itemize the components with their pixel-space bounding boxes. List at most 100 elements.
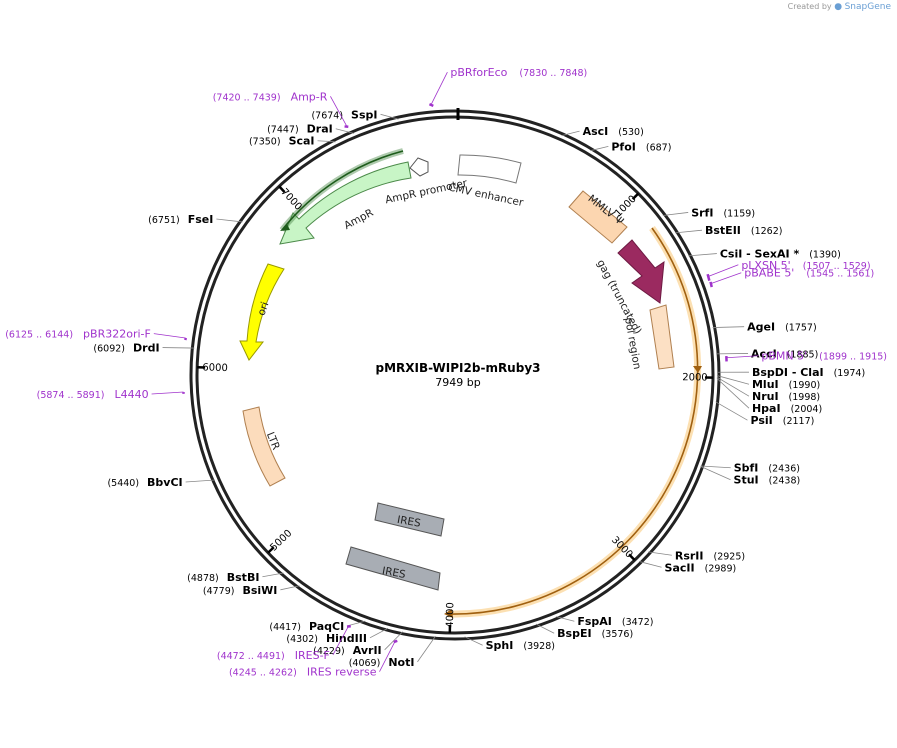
- primer-plxsn-5[interactable]: pLXSN 5'(1507 .. 1529): [741, 259, 870, 272]
- primer-ires-f[interactable]: IRES-F(4472 .. 4491): [217, 649, 330, 662]
- primer-name: IRES reverse: [307, 666, 377, 679]
- site-position: (3928): [523, 641, 555, 652]
- site-pfoi[interactable]: PfoI(687): [611, 140, 671, 153]
- site-rsrii[interactable]: RsrII(2925): [675, 549, 745, 562]
- site-leader-line: [688, 253, 717, 257]
- site-leader-line: [561, 130, 580, 137]
- site-name: DraI: [307, 123, 333, 136]
- primer-mark: [184, 337, 188, 341]
- restriction-sites: AscI(530) PfoI(687) SrfI(1159) BstEII(1262)…: [93, 108, 865, 669]
- site-bstbi[interactable]: BstBI(4878): [187, 571, 259, 584]
- site-position: (3472): [622, 617, 654, 628]
- site-fsei[interactable]: FseI(6751): [148, 213, 213, 226]
- site-bsiwi[interactable]: BsiWI(4779): [203, 584, 278, 597]
- primer-leader-line: [710, 272, 742, 284]
- orf-large-arrowhead-mid: [693, 366, 702, 373]
- primer-ires-reverse[interactable]: IRES reverse (4245 .. 4262): [229, 666, 377, 679]
- site-csii-sexai[interactable]: CsiI - SexAI *(1390): [720, 248, 841, 261]
- feature-pol-region[interactable]: [649, 304, 675, 370]
- site-position: (2438): [769, 476, 801, 487]
- site-srfi[interactable]: SrfI(1159): [691, 206, 755, 219]
- scale-tick: [267, 546, 275, 554]
- site-position: (1998): [789, 392, 821, 403]
- feature-gag-truncated[interactable]: [617, 239, 665, 304]
- primer-pbmn-5[interactable]: pBMN 5'(1899 .. 1915): [761, 350, 887, 363]
- site-leader-line: [185, 479, 215, 483]
- site-sacii[interactable]: SacII(2989): [665, 561, 737, 574]
- site-nrui[interactable]: NruI(1998): [752, 390, 820, 403]
- feature-ires-1[interactable]: [374, 502, 445, 537]
- site-position: (1390): [809, 250, 841, 261]
- site-acci[interactable]: AccI (1885): [751, 347, 818, 360]
- site-name: AccI: [751, 347, 777, 360]
- primer-name: Amp-R: [291, 90, 328, 103]
- feature-ampr[interactable]: [279, 161, 412, 245]
- primer-name: pBABE 5': [744, 267, 794, 280]
- site-hpai[interactable]: HpaI(2004): [752, 402, 822, 415]
- primer-pbrforeco[interactable]: pBRforEco(7830 .. 7848): [450, 66, 587, 79]
- primer-pbr322ori-f[interactable]: pBR322ori-F(6125 .. 6144): [5, 328, 151, 341]
- scale-tick-label: 2000: [682, 372, 708, 383]
- site-bspei[interactable]: BspEI(3576): [557, 627, 633, 640]
- site-leader-line: [417, 636, 436, 663]
- site-leader-line: [715, 401, 748, 421]
- snapgene-logo-icon: ●: [834, 2, 843, 12]
- site-bbvci[interactable]: BbvCI (5440): [107, 476, 182, 489]
- feature-cmv-enhancer[interactable]: [457, 154, 522, 184]
- primer-pbabe-5[interactable]: pBABE 5'(1545 .. 1561): [744, 267, 874, 280]
- primer-l4440[interactable]: L4440(5874 .. 5891): [37, 388, 149, 401]
- site-scai[interactable]: ScaI(7350): [249, 135, 315, 148]
- site-position: (1885): [787, 349, 819, 360]
- site-sbfi[interactable]: SbfI(2436): [734, 462, 800, 475]
- site-stui[interactable]: StuI(2438): [734, 474, 801, 487]
- site-position: (2989): [705, 563, 737, 574]
- site-fspai[interactable]: FspAI(3472): [577, 615, 653, 628]
- site-avrii[interactable]: AvrII(4229): [313, 644, 382, 657]
- feature-label-ires-2: IRES: [381, 565, 407, 581]
- site-position: (1262): [751, 226, 783, 237]
- feature-ori[interactable]: [239, 263, 285, 361]
- primer-leader-line: [151, 391, 184, 395]
- orf-large-arrowhead-end: [444, 609, 453, 618]
- site-name: HindIII: [326, 632, 367, 645]
- site-sspi[interactable]: SspI(7674): [311, 108, 377, 121]
- site-drai[interactable]: DraI(7447): [267, 123, 333, 136]
- site-bspdi-clai[interactable]: BspDI - ClaI(1974): [752, 366, 865, 379]
- primer-leader-line: [153, 333, 186, 339]
- site-position: (2436): [768, 464, 800, 475]
- feature-ltr[interactable]: [242, 406, 286, 487]
- site-drdi[interactable]: DrdI(6092): [93, 342, 159, 355]
- site-sphi[interactable]: SphI (3928): [486, 639, 555, 652]
- site-mlui[interactable]: MluI(1990): [752, 378, 820, 391]
- site-leader-line: [700, 466, 731, 481]
- site-name: ScaI: [289, 135, 315, 148]
- site-position: (4302): [286, 634, 318, 645]
- site-name: BspDI - ClaI: [752, 366, 824, 379]
- site-agei[interactable]: AgeI(1757): [747, 321, 817, 334]
- site-hindiii[interactable]: HindIII (4302): [286, 632, 367, 645]
- site-name: RsrII: [675, 549, 704, 562]
- primer-name: pBR322ori-F: [83, 328, 151, 341]
- site-psii[interactable]: PsiI(2117): [750, 414, 814, 427]
- primer-sites: pBRforEco(7830 .. 7848) Amp-R(7420 .. 743…: [5, 66, 887, 678]
- primer-range: (4245 .. 4262): [229, 668, 297, 679]
- site-leader-line: [716, 376, 750, 397]
- feature-ires-2[interactable]: [345, 546, 441, 591]
- site-name: BbvCI: [147, 476, 183, 489]
- primer-range: (5874 .. 5891): [37, 390, 105, 401]
- site-noti[interactable]: NotI(4069): [349, 656, 415, 669]
- site-position: (5440): [107, 478, 139, 489]
- primer-amp-r[interactable]: Amp-R(7420 .. 7439): [213, 90, 328, 103]
- site-asci[interactable]: AscI(530): [583, 125, 644, 138]
- primer-range: (4472 .. 4491): [217, 651, 285, 662]
- site-name: SphI: [486, 639, 514, 652]
- snapgene-credit: Created by ● SnapGene: [788, 2, 891, 12]
- site-paqci[interactable]: PaqCI(4417): [269, 620, 344, 633]
- feature-ampr-promoter[interactable]: [409, 157, 429, 177]
- site-bsteii[interactable]: BstEII(1262): [705, 224, 782, 237]
- site-leader-line: [638, 561, 662, 568]
- feature-mmlv-psi[interactable]: [568, 190, 628, 244]
- site-leader-line: [716, 375, 750, 385]
- scale-tick: [278, 185, 286, 193]
